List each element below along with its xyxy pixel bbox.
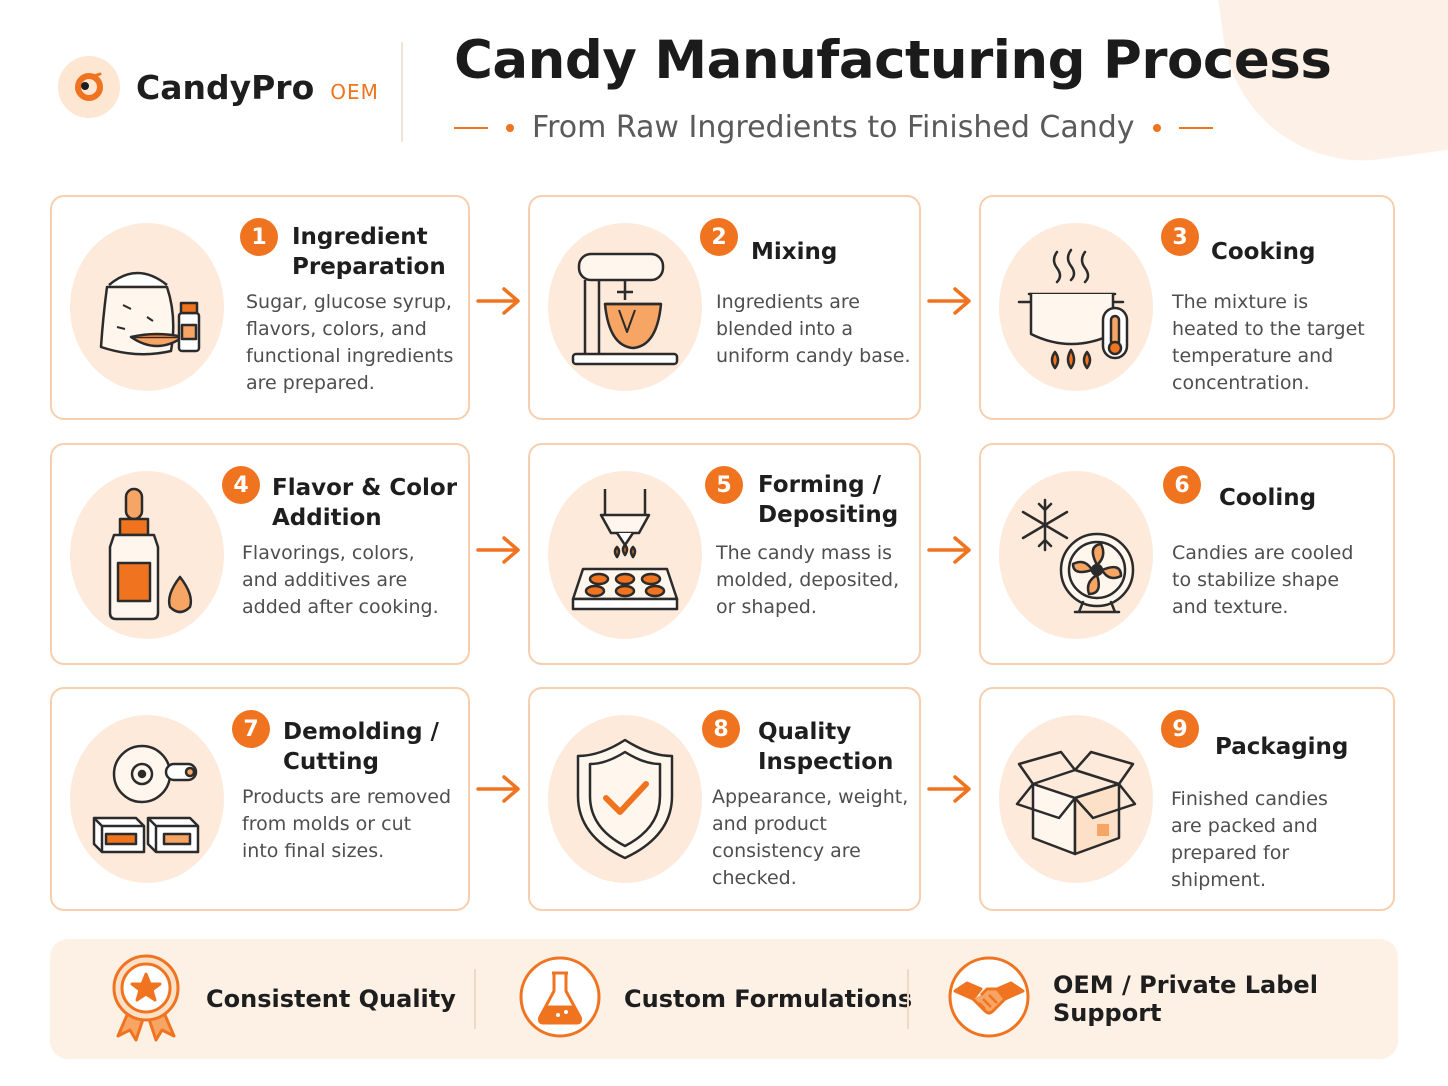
step-card-2: 2 Mixing Ingredients are blended into a … [528, 195, 921, 420]
step-title: Mixing [751, 239, 838, 265]
step-description: The mixture is heated to the target temp… [1172, 291, 1365, 394]
step-title: Demolding / Cutting [283, 719, 439, 775]
arrow-right-icon [476, 536, 520, 564]
flask-icon [518, 955, 602, 1043]
depositor-mold-icon [548, 471, 702, 639]
step-card-7: 7 Demolding / Cutting Products are remov… [50, 687, 470, 911]
brand-name: CandyPro [136, 67, 315, 107]
subtitle-dot-left [506, 123, 514, 132]
cooking-pot-icon [999, 223, 1153, 391]
step-card-1: 1 Ingredient Preparation Sugar, glucose … [50, 195, 470, 420]
feature-divider [907, 969, 909, 1029]
step-number-badge: 6 [1163, 466, 1201, 504]
step-number-badge: 4 [222, 466, 260, 504]
arrow-right-icon [927, 287, 971, 315]
step-card-4: 4 Flavor & Color Addition Flavorings, co… [50, 443, 470, 665]
award-badge-icon [108, 952, 184, 1046]
page-title: Candy Manufacturing Process [454, 30, 1332, 91]
cooling-fan-icon [999, 471, 1153, 639]
step-title: Flavor & Color Addition [272, 475, 458, 531]
step-card-6: 6 Cooling Candies are cooled to stabiliz… [979, 443, 1395, 665]
step-card-5: 5 Forming / Depositing The candy mass is… [528, 443, 921, 665]
arrow-right-icon [927, 775, 971, 803]
arrow-right-icon [476, 775, 520, 803]
step-number-badge: 5 [705, 466, 743, 504]
step-title: Ingredient Preparation [292, 224, 446, 280]
header-divider [401, 42, 403, 142]
dropper-bottle-icon [70, 471, 224, 639]
open-box-icon [999, 715, 1153, 883]
subtitle-line-left [454, 126, 488, 129]
candypro-logo-icon [58, 56, 120, 118]
feature-oem-private-label: OEM / Private Label Support [947, 939, 1398, 1059]
feature-divider [474, 969, 476, 1029]
step-description: Ingredients are blended into a uniform c… [716, 291, 911, 367]
step-title: Quality Inspection [758, 719, 894, 775]
step-title: Forming / Depositing [758, 472, 899, 528]
brand: CandyPro OEM [58, 56, 379, 118]
arrow-right-icon [476, 287, 520, 315]
feature-label: OEM / Private Label Support [1053, 971, 1318, 1027]
arrow-right-icon [927, 536, 971, 564]
step-card-9: 9 Packaging Finished candies are packed … [979, 687, 1395, 911]
shield-check-icon [548, 715, 702, 883]
step-description: Products are removed from molds or cut i… [242, 786, 452, 862]
feature-consistent-quality: Consistent Quality [108, 939, 456, 1059]
step-number-badge: 1 [240, 218, 278, 256]
handshake-icon [947, 955, 1031, 1043]
brand-tag: OEM [330, 80, 379, 104]
step-number-badge: 7 [232, 710, 270, 748]
feature-custom-formulations: Custom Formulations [518, 939, 912, 1059]
step-title: Cooking [1211, 239, 1316, 265]
features-bar: Consistent Quality Custom Formulations [50, 939, 1398, 1059]
ingredient-bag-icon [70, 223, 224, 391]
step-card-3: 3 Cooking The mixture is heated to the t… [979, 195, 1395, 420]
step-description: Finished candies are packed and prepared… [1171, 788, 1328, 891]
subtitle-line-right [1178, 126, 1213, 129]
subtitle-dot-right [1152, 123, 1161, 132]
step-title: Cooling [1219, 485, 1317, 511]
step-number-badge: 9 [1161, 710, 1199, 748]
feature-label: Consistent Quality [206, 985, 456, 1013]
step-description: Appearance, weight, and product consiste… [712, 786, 909, 889]
step-description: Flavorings, colors, and additives are ad… [242, 542, 439, 618]
step-number-badge: 8 [702, 710, 740, 748]
step-description: Sugar, glucose syrup, flavors, colors, a… [246, 291, 454, 394]
page-subtitle: From Raw Ingredients to Finished Candy [532, 110, 1135, 145]
stand-mixer-icon [548, 223, 702, 391]
step-title: Packaging [1215, 734, 1349, 760]
cutting-roller-icon [70, 715, 224, 883]
step-description: Candies are cooled to stabilize shape an… [1172, 542, 1354, 618]
feature-label: Custom Formulations [624, 985, 913, 1013]
step-number-badge: 3 [1161, 218, 1199, 256]
step-number-badge: 2 [700, 218, 738, 256]
subtitle-row: From Raw Ingredients to Finished Candy [454, 110, 1213, 145]
step-description: The candy mass is molded, deposited, or … [716, 542, 900, 618]
step-card-8: 8 Quality Inspection Appearance, weight,… [528, 687, 921, 911]
